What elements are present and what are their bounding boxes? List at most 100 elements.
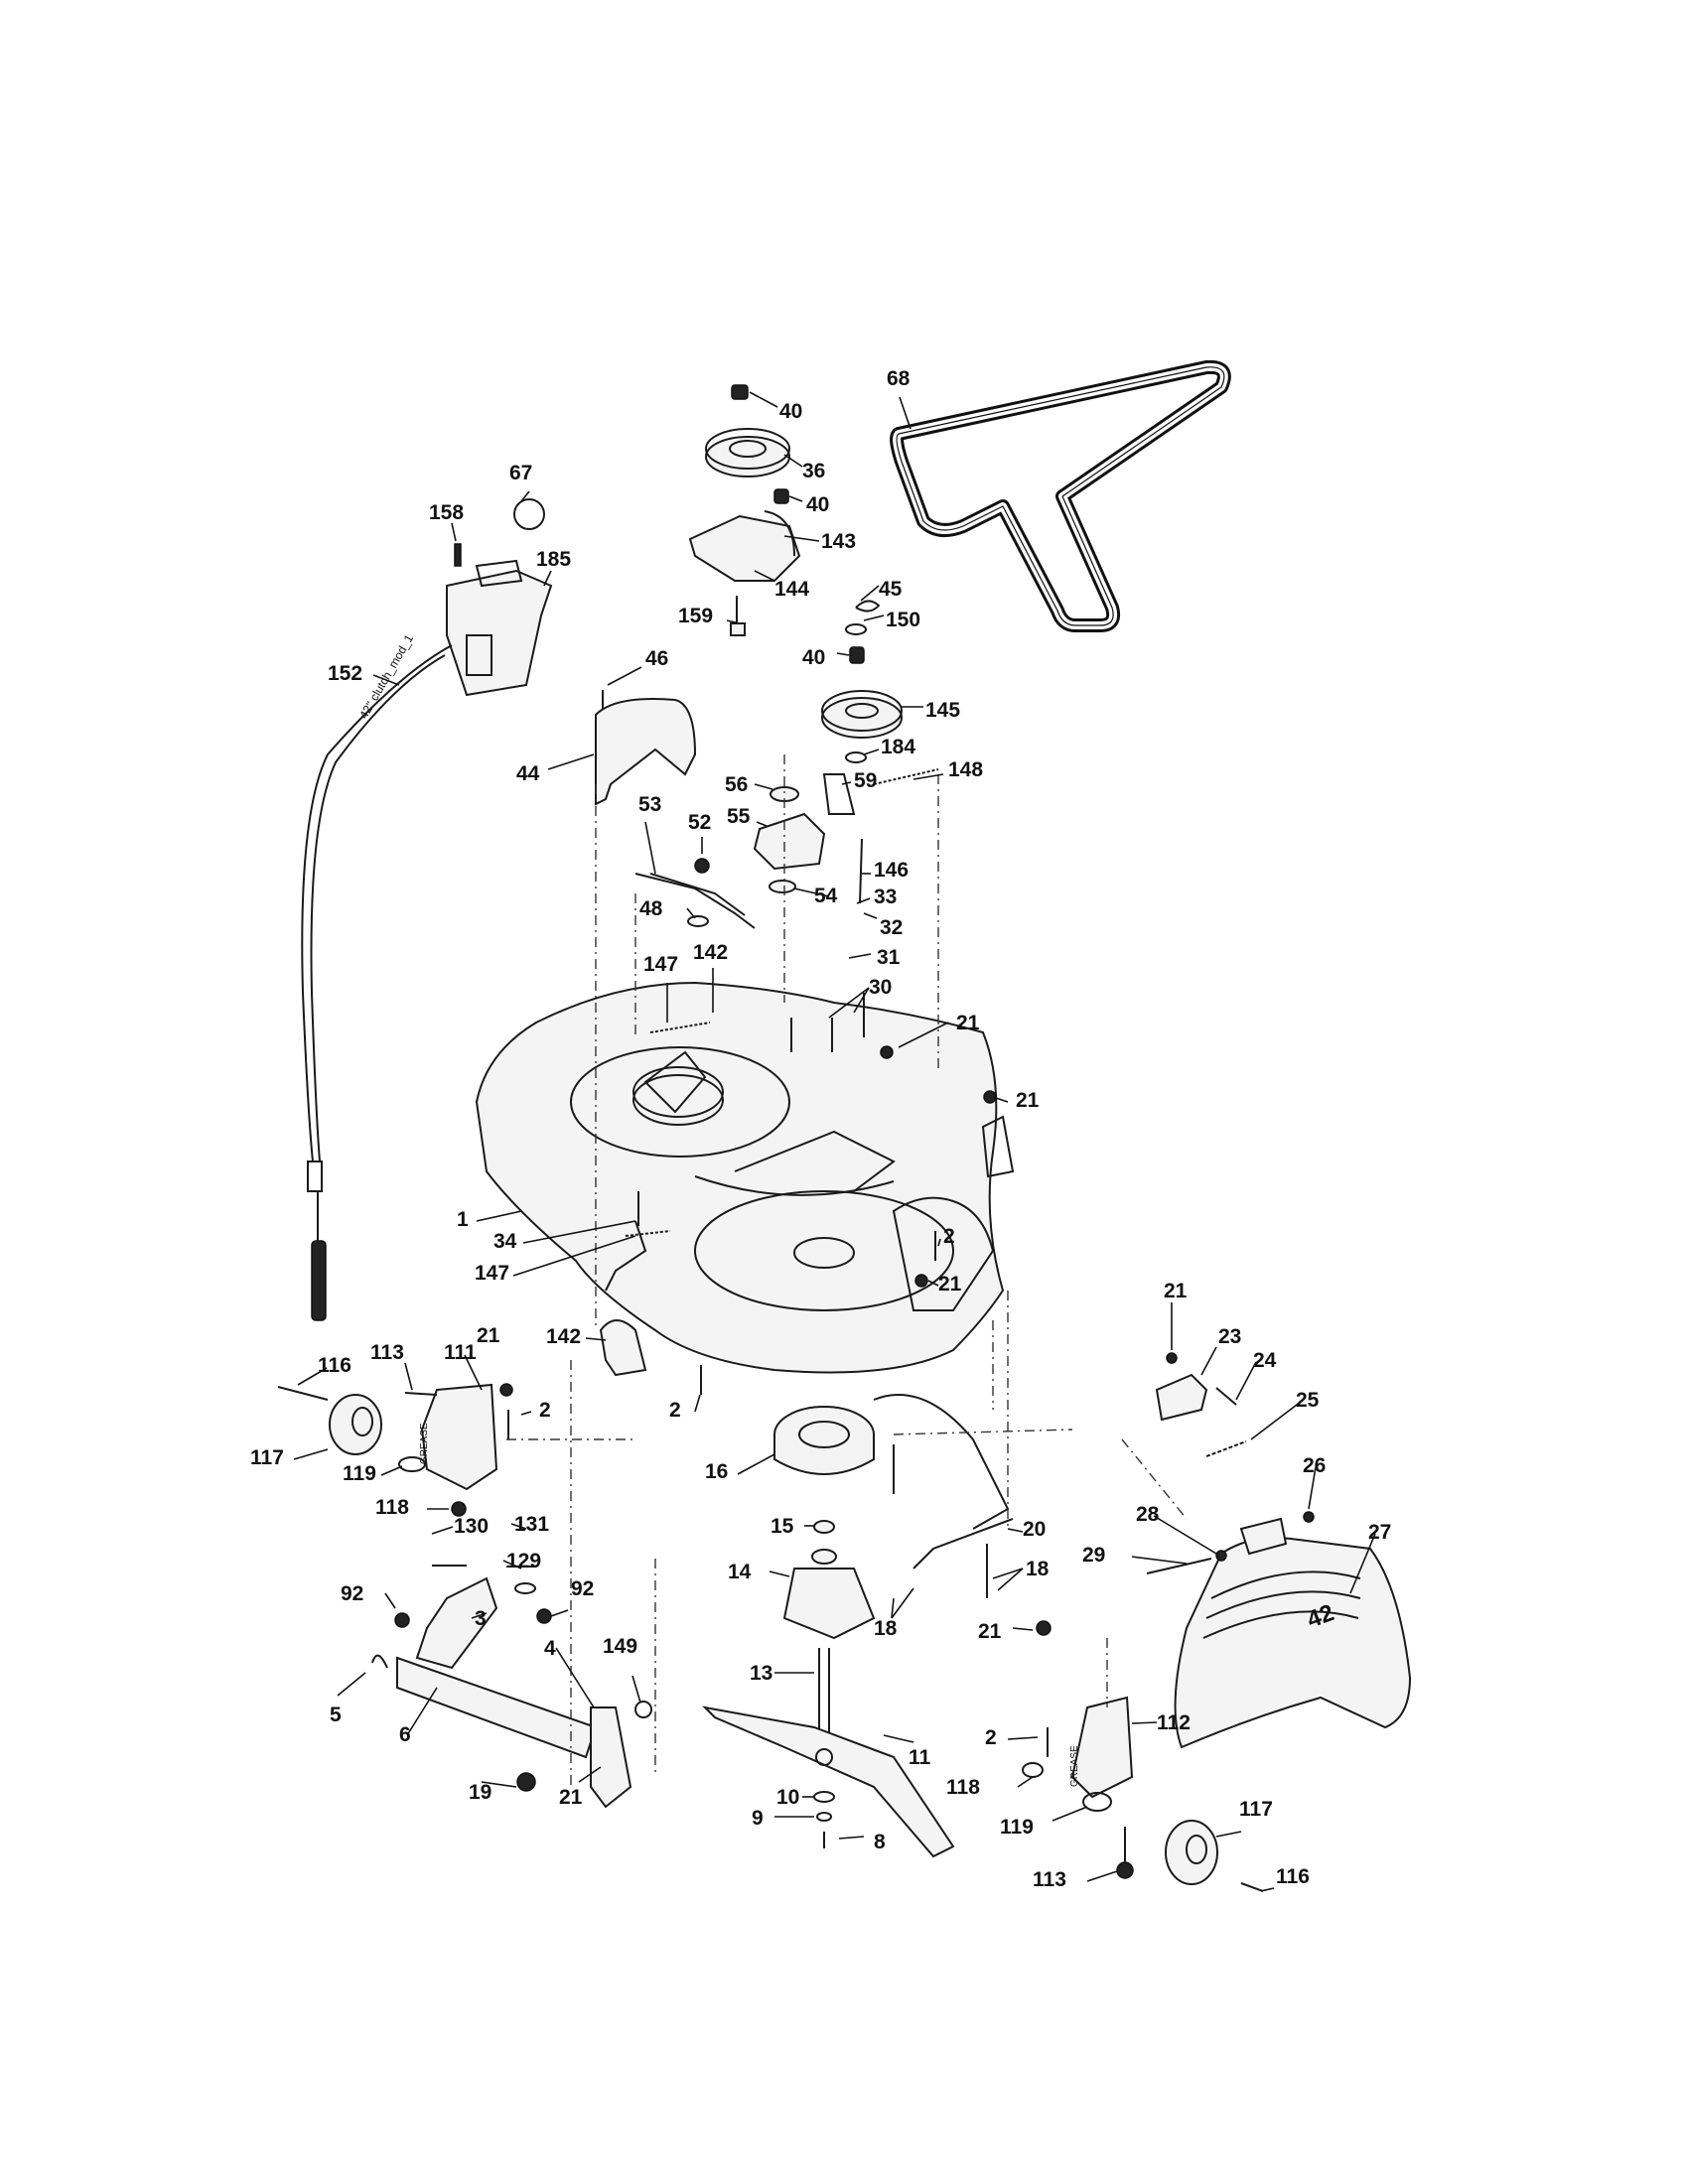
part-label-6: 6 [399, 1723, 411, 1746]
part-label-13: 13 [750, 1662, 773, 1685]
part-label-21: 21 [938, 1273, 962, 1296]
belt-68 [890, 359, 1231, 632]
part-label-147: 147 [643, 953, 679, 976]
part-label-59: 59 [854, 769, 878, 792]
part-label-40: 40 [806, 493, 830, 516]
part-label-24: 24 [1253, 1349, 1277, 1372]
deck-hardware [605, 993, 1015, 1395]
part-label-31: 31 [877, 946, 901, 969]
part-label-131: 131 [514, 1513, 550, 1536]
part-label-113: 113 [1033, 1868, 1066, 1891]
part-label-29: 29 [1082, 1544, 1106, 1567]
part-label-2: 2 [985, 1726, 997, 1749]
part-label-113: 113 [370, 1341, 404, 1364]
part-label-142: 142 [546, 1325, 582, 1348]
part-label-32: 32 [880, 916, 904, 939]
part-label-1: 1 [457, 1208, 469, 1231]
part-label-147: 147 [475, 1262, 510, 1285]
part-label-48: 48 [639, 897, 663, 920]
part-label-148: 148 [948, 758, 984, 781]
part-label-158: 158 [429, 501, 465, 524]
part-label-111: 111 [444, 1341, 477, 1364]
part-label-144: 144 [774, 578, 810, 601]
clutch-cable-152 [301, 644, 453, 1321]
part-label-2: 2 [669, 1399, 681, 1422]
part-label-40: 40 [779, 400, 803, 423]
part-label-145: 145 [925, 699, 961, 722]
reference-lines [506, 754, 1188, 1787]
part-label-18: 18 [1026, 1558, 1050, 1580]
part-label-68: 68 [887, 367, 911, 390]
part-label-112: 112 [1157, 1711, 1191, 1734]
part-label-30: 30 [869, 976, 893, 999]
part-label-33: 33 [874, 886, 898, 908]
part-label-116: 116 [318, 1354, 351, 1377]
leader-lines [293, 391, 1376, 1892]
part-label-26: 26 [1303, 1454, 1327, 1477]
part-label-116: 116 [1276, 1865, 1310, 1888]
belt-guard-44 [595, 690, 697, 806]
idler-arm-53 [634, 858, 756, 929]
bracket-142 [599, 1319, 647, 1377]
part-label-21: 21 [559, 1786, 583, 1809]
part-label-27: 27 [1368, 1521, 1392, 1544]
part-label-149: 149 [603, 1635, 638, 1658]
gauge-wheel-right [1082, 1792, 1264, 1892]
part-label-117: 117 [250, 1446, 284, 1469]
part-label-9: 9 [752, 1807, 764, 1830]
part-label-118: 118 [375, 1496, 409, 1519]
part-label-14: 14 [728, 1561, 752, 1583]
clutch-bracket-185 [446, 498, 553, 697]
lift-link-3 [394, 1565, 552, 1670]
part-label-3: 3 [475, 1607, 487, 1630]
part-label-25: 25 [1296, 1389, 1320, 1412]
part-label-129: 129 [506, 1550, 542, 1572]
part-label-21: 21 [477, 1324, 500, 1347]
part-label-16: 16 [705, 1460, 729, 1483]
wheel-bracket-112-grease-text: GREASE [1069, 1745, 1080, 1787]
idler-pulley-assembly-top [688, 384, 801, 636]
mower-deck-1 [475, 981, 1005, 1374]
part-label-23: 23 [1218, 1325, 1242, 1348]
part-label-20: 20 [1023, 1518, 1047, 1541]
part-label-21: 21 [956, 1012, 980, 1034]
gauge-wheel-left [277, 1386, 426, 1472]
idler-pulley-assembly-right [821, 600, 903, 763]
part-label-21: 21 [1016, 1089, 1040, 1112]
part-label-45: 45 [879, 578, 903, 601]
part-label-11: 11 [909, 1746, 931, 1769]
part-label-44: 44 [516, 762, 540, 785]
part-label-36: 36 [802, 460, 826, 482]
part-label-159: 159 [678, 605, 714, 627]
part-label-2: 2 [943, 1225, 955, 1248]
part-label-8: 8 [874, 1831, 886, 1853]
part-label-184: 184 [881, 736, 916, 758]
part-label-40: 40 [802, 646, 826, 669]
idler-bracket-55 [753, 768, 939, 904]
part-label-185: 185 [536, 548, 572, 571]
spindle-assembly [773, 1406, 876, 1737]
part-label-130: 130 [454, 1515, 490, 1538]
wheel-bracket-grease-text: GREASE [419, 1423, 430, 1464]
bracket-4 [516, 1701, 652, 1809]
part-label-28: 28 [1136, 1503, 1160, 1526]
part-label-2: 2 [539, 1399, 551, 1422]
part-label-92: 92 [571, 1577, 595, 1600]
part-label-10: 10 [776, 1786, 800, 1809]
part-label-146: 146 [874, 859, 910, 882]
part-label-54: 54 [814, 885, 838, 907]
part-label-152: 152 [328, 662, 363, 685]
part-label-119: 119 [343, 1462, 376, 1485]
part-label-4: 4 [544, 1637, 556, 1660]
part-label-46: 46 [645, 647, 669, 670]
lift-bar-6 [371, 1654, 598, 1759]
part-label-52: 52 [688, 811, 712, 834]
part-label-92: 92 [341, 1582, 364, 1605]
chute-bracket-23 [1155, 1352, 1247, 1457]
blade-11 [702, 1706, 955, 1858]
part-label-119: 119 [1000, 1816, 1034, 1839]
part-label-143: 143 [821, 530, 857, 553]
rod-20 [873, 1394, 1014, 1598]
part-label-117: 117 [1239, 1798, 1273, 1821]
